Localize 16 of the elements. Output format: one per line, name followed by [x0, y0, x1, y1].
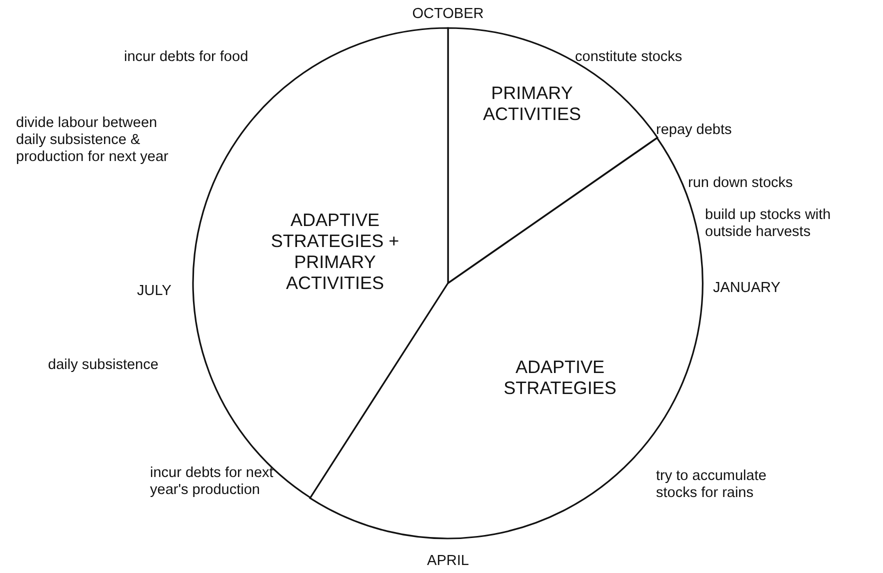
activity-label: try to accumulate stocks for rains [656, 468, 768, 502]
activity-label: daily subsistence [48, 357, 158, 374]
activity-label: run down stocks [688, 175, 793, 192]
activity-label: divide labour between daily subsistence & production for next year [16, 115, 170, 166]
month-label: APRIL [427, 553, 469, 570]
month-label: JULY [137, 283, 172, 300]
activity-label: constitute stocks [575, 49, 682, 66]
sector-label: ADAPTIVE STRATEGIES [502, 356, 618, 399]
activity-label: build up stocks with outside harvests [705, 207, 832, 241]
activity-label: repay debts [656, 122, 732, 139]
sector-label: PRIMARY ACTIVITIES [482, 83, 582, 125]
month-label: JANUARY [713, 280, 780, 297]
month-label: OCTOBER [412, 6, 484, 23]
activity-label: incur debts for food [124, 49, 248, 66]
activity-label: incur debts for next year's production [150, 465, 274, 499]
sector-label: ADAPTIVE STRATEGIES + PRIMARY ACTIVITIES [270, 210, 400, 294]
